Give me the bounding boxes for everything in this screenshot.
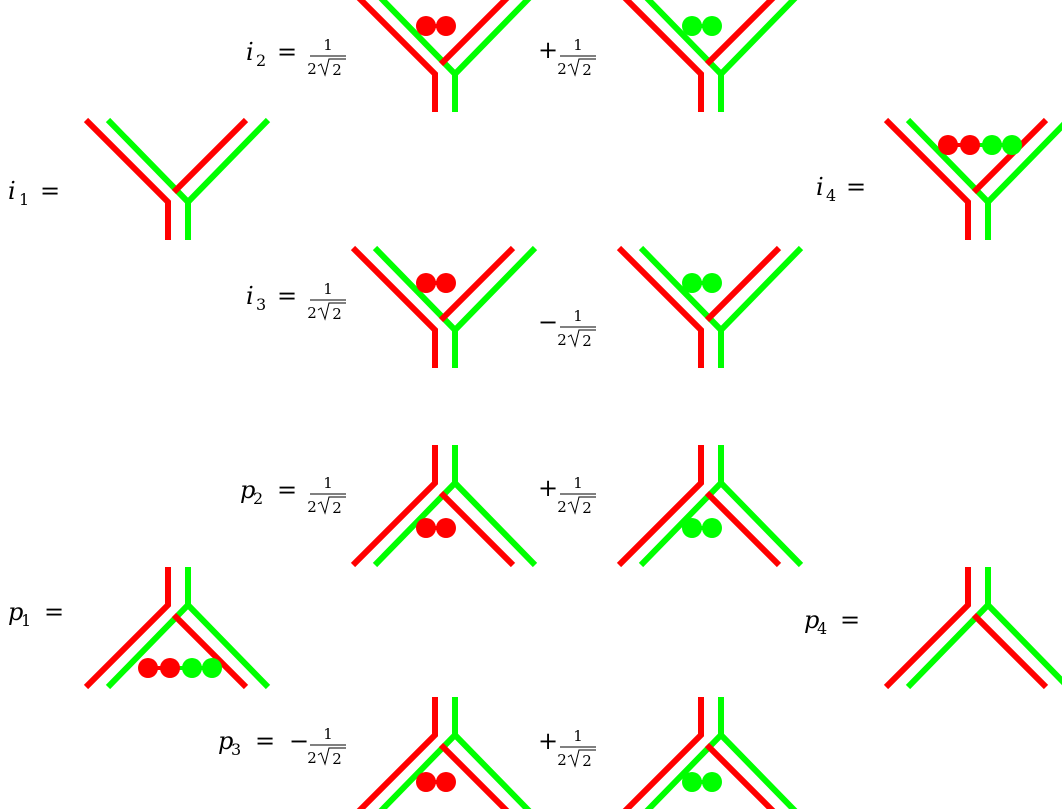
svg-text:p: p (240, 476, 255, 504)
svg-text:3: 3 (231, 740, 241, 759)
green-dumbbell-p3 (682, 772, 722, 792)
svg-text:p: p (804, 606, 819, 634)
fraction-i2-b (556, 35, 597, 80)
svg-text:2: 2 (256, 51, 266, 70)
vertex-lambda-p4 (886, 567, 1062, 687)
svg-text:3: 3 (256, 295, 266, 314)
svg-text:1: 1 (19, 190, 29, 209)
equation-i2: i 2 = + (246, 0, 801, 112)
svg-text:=: = (44, 598, 64, 626)
svg-text:2: 2 (253, 489, 263, 508)
svg-text:i: i (246, 38, 254, 66)
plus-sign-p2: + (538, 474, 558, 502)
svg-text:p: p (218, 727, 233, 755)
label-p3: p 3 = (218, 727, 275, 759)
equation-p4: p 4 = (804, 567, 1062, 687)
equation-p1: p 1 = (8, 567, 268, 687)
red-green-dumbbell-chain-p1 (138, 658, 222, 678)
svg-text:i: i (816, 173, 824, 201)
equation-i1: i 1 = (8, 120, 268, 240)
equation-p2: p 2 = + (240, 445, 801, 565)
svg-text:=: = (277, 282, 297, 310)
svg-text:=: = (277, 476, 297, 504)
svg-text:=: = (846, 173, 866, 201)
label-i3: i 3 = (246, 282, 297, 314)
svg-text:1: 1 (21, 611, 31, 630)
label-p1: p 1 = (8, 598, 64, 630)
vertex-lambda-p3-b (619, 697, 801, 809)
vertex-lambda-p3-a (353, 697, 535, 809)
red-dumbbell-i2 (416, 16, 456, 36)
svg-text:=: = (40, 177, 60, 205)
label-p2: p 2 = (240, 476, 297, 508)
svg-text:i: i (8, 177, 16, 205)
fraction-i3-b (556, 306, 597, 351)
fraction-i2-a (306, 35, 347, 80)
label-i2: i 2 = (246, 38, 297, 70)
red-dumbbell-p3 (416, 772, 456, 792)
label-i4: i 4 = (816, 173, 866, 205)
red-dumbbell-i3 (416, 273, 456, 293)
svg-text:4: 4 (826, 186, 836, 205)
vertex-y-i3-b (619, 248, 801, 368)
fraction-i3-a (306, 279, 347, 324)
label-p4: p 4 = (804, 606, 860, 638)
svg-text:=: = (277, 38, 297, 66)
green-dumbbell-p2 (682, 518, 722, 538)
equation-i3: i 3 = − (246, 248, 801, 368)
minus-sign-i3: − (538, 308, 558, 336)
equation-p3: p 3 = − + (218, 697, 801, 809)
svg-text:=: = (840, 606, 860, 634)
red-dumbbell-p2 (416, 518, 456, 538)
fraction-p3-b (556, 726, 597, 771)
plus-sign-i2: + (538, 36, 558, 64)
svg-text:i: i (246, 282, 254, 310)
vertex-lambda-p2-b (619, 445, 801, 565)
svg-text:4: 4 (817, 619, 827, 638)
fraction-p3-a (306, 724, 347, 769)
plus-sign-p3: + (538, 727, 558, 755)
fraction-p2-a (306, 473, 347, 518)
vertex-y-i3-a (353, 248, 535, 368)
red-green-dumbbell-chain-i4 (938, 135, 1022, 155)
minus-sign-p3: − (289, 727, 309, 755)
fraction-p2-b (556, 473, 597, 518)
green-dumbbell-i2 (682, 16, 722, 36)
vertex-lambda-p2-a (353, 445, 535, 565)
svg-text:p: p (8, 598, 23, 626)
equation-i4: i 4 = (816, 120, 1062, 240)
green-dumbbell-i3 (682, 273, 722, 293)
vertex-y-i1 (86, 120, 268, 240)
label-i1: i 1 = (8, 177, 60, 209)
svg-text:=: = (255, 727, 275, 755)
